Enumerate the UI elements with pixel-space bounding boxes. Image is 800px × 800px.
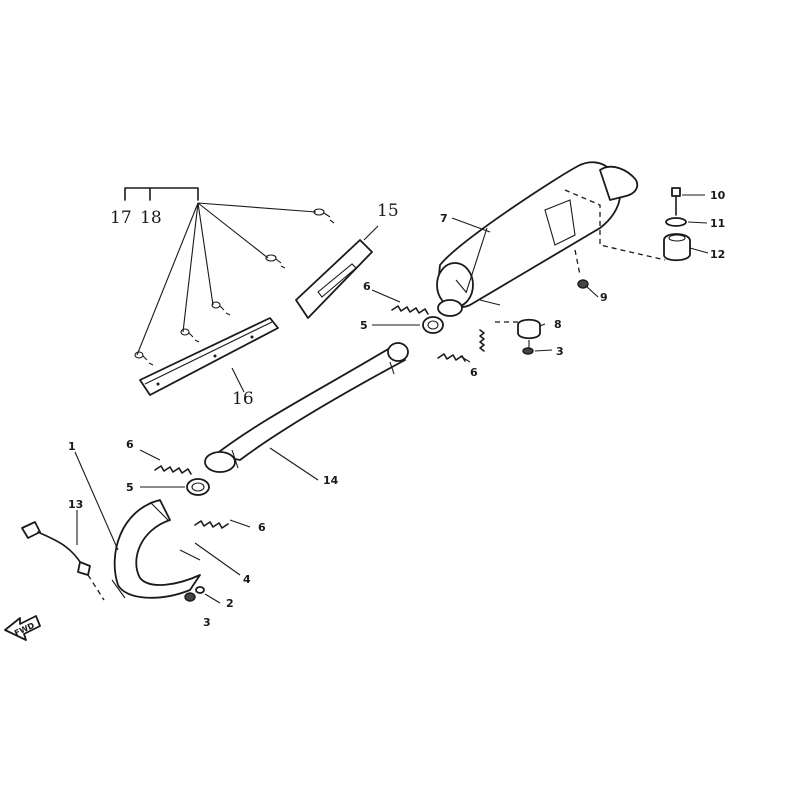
callout-2: 2 bbox=[226, 597, 234, 610]
oxygen-sensor bbox=[21, 521, 105, 601]
head-pipe bbox=[111, 499, 201, 599]
callout-6-upper: 6 bbox=[363, 280, 371, 293]
callout-6-left: 6 bbox=[126, 438, 134, 451]
callout-18: 18 bbox=[140, 208, 162, 228]
callout-6-middle: 6 bbox=[470, 366, 478, 379]
callout-13: 13 bbox=[68, 498, 83, 511]
callout-11: 11 bbox=[710, 217, 725, 230]
heat-shield-short bbox=[295, 225, 379, 319]
callout-5-upper: 5 bbox=[360, 319, 368, 332]
callout-3-upper: 3 bbox=[556, 345, 564, 358]
fwd-direction-marker: FWD bbox=[4, 615, 41, 641]
springs-lower bbox=[154, 465, 229, 529]
callout-9: 9 bbox=[600, 291, 608, 304]
callout-1: 1 bbox=[68, 440, 76, 453]
middle-pipe bbox=[204, 342, 409, 473]
muffler bbox=[436, 161, 639, 317]
gasket-upper bbox=[422, 316, 444, 334]
callout-10: 10 bbox=[710, 189, 726, 202]
callout-8: 8 bbox=[554, 318, 562, 331]
springs-upper bbox=[391, 305, 485, 362]
heat-shield-long bbox=[139, 317, 279, 396]
nut-lower bbox=[184, 592, 196, 602]
callout-14: 14 bbox=[323, 474, 339, 487]
callout-12: 12 bbox=[710, 248, 725, 261]
callout-4: 4 bbox=[243, 573, 251, 586]
callout-15: 15 bbox=[377, 201, 399, 221]
callout-16: 16 bbox=[232, 389, 254, 409]
callout-5-lower: 5 bbox=[126, 481, 134, 494]
callout-17: 17 bbox=[110, 208, 132, 228]
callout-7: 7 bbox=[440, 212, 448, 225]
callout-6-lower-right: 6 bbox=[258, 521, 266, 534]
mount-hardware bbox=[663, 187, 691, 262]
leader-lines bbox=[74, 194, 709, 604]
bolt-group-17-18 bbox=[124, 187, 335, 366]
rubber-mount bbox=[517, 279, 589, 355]
callout-3-lower: 3 bbox=[203, 616, 211, 629]
gasket-lower bbox=[186, 478, 210, 496]
